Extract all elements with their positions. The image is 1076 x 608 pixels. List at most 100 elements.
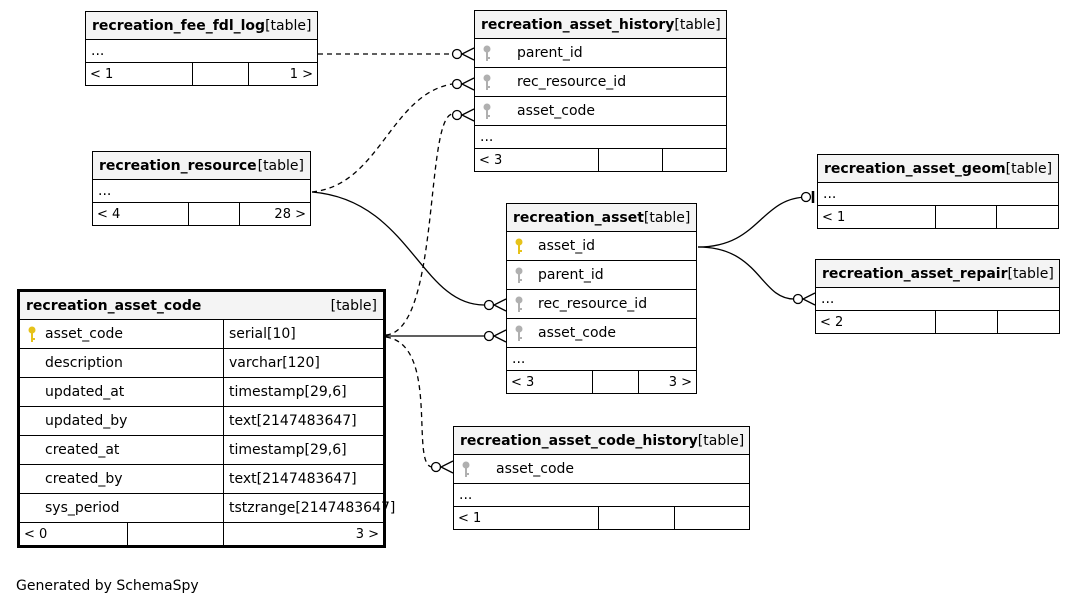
crowfoot-marker (801, 292, 816, 306)
table-recreation-asset[interactable]: recreation_asset [table] asset_id parent… (506, 203, 697, 394)
table-footer: < 4 28 > (93, 203, 310, 225)
column-name: asset_code (45, 326, 124, 342)
foreign-key-icon (515, 267, 523, 283)
child-count: 3 > (355, 526, 379, 542)
table-header: recreation_resource [table] (93, 152, 310, 180)
zero-marker (483, 330, 495, 342)
table-footer: < 1 1 > (86, 63, 317, 85)
parent-count: < 3 (507, 371, 593, 393)
child-count (998, 311, 1059, 333)
footer-middle (599, 149, 663, 171)
child-count (675, 507, 749, 529)
column-name: updated_at (45, 384, 125, 400)
more-columns: ... (475, 126, 726, 149)
footer-middle (936, 206, 997, 228)
generator-credit: Generated by SchemaSpy (16, 578, 199, 594)
column-row[interactable]: asset_code (507, 319, 696, 348)
more-columns: ... (93, 180, 310, 203)
column-name: asset_id (538, 238, 596, 254)
column-row[interactable]: description varchar[120] (20, 349, 383, 378)
table-header: recreation_asset_code [table] (20, 292, 383, 320)
crowfoot-marker (460, 47, 475, 61)
table-name: recreation_asset_history (481, 16, 675, 33)
parent-count: < 0 (20, 523, 128, 545)
rel-code-to-history (385, 113, 453, 336)
table-recreation-asset-geom[interactable]: recreation_asset_geom [table] ... < 1 (817, 154, 1059, 229)
column-name: created_at (45, 442, 120, 458)
column-name: updated_by (45, 413, 128, 429)
column-row[interactable]: asset_code (454, 455, 749, 484)
column-row[interactable]: asset_code (475, 97, 726, 126)
foreign-key-icon (483, 45, 491, 61)
parent-count: < 1 (818, 206, 936, 228)
column-row[interactable]: parent_id (507, 261, 696, 290)
column-name: parent_id (517, 45, 583, 61)
column-row[interactable]: updated_at timestamp[29,6] (20, 378, 383, 407)
column-row[interactable]: asset_id (507, 232, 696, 261)
column-type: varchar[120] (229, 355, 320, 371)
foreign-key-icon (483, 74, 491, 90)
column-row[interactable]: created_by text[2147483647] (20, 465, 383, 494)
table-recreation-asset-history[interactable]: recreation_asset_history [table] parent_… (474, 10, 727, 172)
table-header: recreation_asset_code_history [table] (454, 427, 749, 455)
crowfoot-marker (492, 329, 507, 343)
table-recreation-asset-repair[interactable]: recreation_asset_repair [table] ... < 2 (815, 259, 1060, 334)
foreign-key-icon (515, 325, 523, 341)
footer-middle (128, 523, 224, 545)
rel-resource-to-asset (311, 191, 485, 306)
foreign-key-icon (515, 296, 523, 312)
rel-asset-to-repair (697, 246, 795, 300)
column-row[interactable]: rec_resource_id (507, 290, 696, 319)
column-row[interactable]: asset_code serial[10] (20, 320, 383, 349)
footer-middle (599, 507, 675, 529)
table-type: [table] (1005, 160, 1053, 177)
column-row[interactable]: created_at timestamp[29,6] (20, 436, 383, 465)
column-row[interactable]: updated_by text[2147483647] (20, 407, 383, 436)
parent-count: < 1 (86, 63, 193, 85)
table-type: [table] (1007, 265, 1054, 282)
parent-count: < 2 (816, 311, 936, 333)
zero-marker (800, 191, 812, 203)
table-type: [table] (257, 157, 304, 174)
column-name: rec_resource_id (517, 74, 627, 90)
column-name: parent_id (538, 267, 604, 283)
table-recreation-fee-fdl-log[interactable]: recreation_fee_fdl_log [table] ... < 1 1… (85, 11, 318, 86)
zero-marker (430, 461, 442, 473)
footer-middle (193, 63, 249, 85)
column-row[interactable]: sys_period tstzrange[2147483647] (20, 494, 395, 523)
table-footer: < 3 (475, 149, 726, 171)
parent-count: < 3 (475, 149, 599, 171)
zero-marker (451, 78, 463, 90)
table-header: recreation_asset_geom [table] (818, 155, 1058, 183)
table-recreation-resource[interactable]: recreation_resource [table] ... < 4 28 > (92, 151, 311, 226)
table-name: recreation_asset_code (26, 297, 202, 314)
more-columns: ... (454, 484, 749, 507)
foreign-key-icon (483, 103, 491, 119)
table-header: recreation_asset_history [table] (475, 11, 726, 39)
crowfoot-marker (439, 460, 454, 474)
parent-count: < 4 (93, 203, 189, 225)
table-recreation-asset-code[interactable]: recreation_asset_code [table] asset_code… (17, 289, 395, 548)
table-name: recreation_asset (513, 209, 644, 226)
footer-middle (936, 311, 998, 333)
zero-marker (451, 48, 463, 60)
table-header: recreation_asset_repair [table] (816, 260, 1059, 288)
zero-marker (483, 299, 495, 311)
rel-resource-to-history (311, 83, 453, 193)
crowfoot-marker (460, 108, 475, 122)
more-columns: ... (86, 40, 317, 63)
table-type: [table] (643, 209, 691, 226)
column-row[interactable]: rec_resource_id (475, 68, 726, 97)
more-columns: ... (818, 183, 1058, 206)
child-count (663, 149, 726, 171)
column-row[interactable]: parent_id (475, 39, 726, 68)
table-name: recreation_asset_repair (822, 265, 1008, 282)
footer-middle (189, 203, 240, 225)
crowfoot-marker (460, 77, 475, 91)
table-name: recreation_asset_code_history (460, 432, 698, 449)
table-header: recreation_asset [table] (507, 204, 696, 232)
table-recreation-asset-code-history[interactable]: recreation_asset_code_history [table] as… (453, 426, 750, 530)
table-name: recreation_resource (99, 157, 257, 174)
